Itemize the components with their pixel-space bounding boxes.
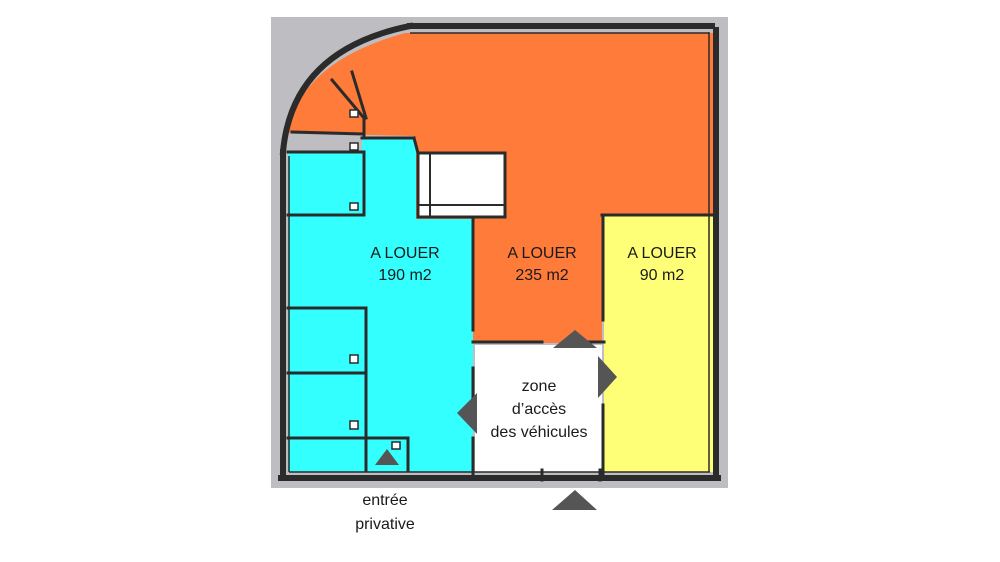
zone-orange-area-text: 235 m2 xyxy=(515,267,569,284)
vehicle-zone-label: zone d’accès des véhicules xyxy=(476,375,602,444)
private-entrance-line2: privative xyxy=(355,516,415,533)
arrow-left-icon xyxy=(457,393,477,434)
arrow-up-entrance-icon xyxy=(375,449,399,465)
arrow-up-bottom-icon xyxy=(552,490,597,510)
zone-cyan-status: A LOUER xyxy=(370,245,440,262)
door-mark xyxy=(349,142,359,151)
zone-cyan-area xyxy=(288,138,473,472)
zone-yellow-status: A LOUER xyxy=(627,245,697,262)
access-arrows xyxy=(375,330,617,510)
door-marks xyxy=(349,109,401,450)
zone-yellow-label: A LOUER 90 m2 xyxy=(606,243,718,287)
zone-orange-status: A LOUER xyxy=(507,245,577,262)
outer-wall-curve xyxy=(279,22,414,156)
service-room xyxy=(416,151,507,219)
wall-inner-lines xyxy=(288,32,710,473)
vehicle-zone-line2: d’accès xyxy=(511,401,567,418)
door-mark xyxy=(349,109,359,118)
inner-wall xyxy=(412,136,420,155)
door-mark xyxy=(349,420,359,430)
zone-cyan-area-text: 190 m2 xyxy=(378,267,432,284)
zone-orange-label: A LOUER 235 m2 xyxy=(478,243,606,287)
private-entrance-line1: entrée xyxy=(362,492,408,509)
vehicle-zone-line1: zone xyxy=(521,378,557,395)
vehicle-zone-line3: des véhicules xyxy=(490,424,588,441)
door-mark xyxy=(391,441,401,450)
inner-wall xyxy=(290,130,364,136)
zone-cyan-label: A LOUER 190 m2 xyxy=(340,243,470,287)
arrow-right-icon xyxy=(598,356,617,398)
zone-yellow-area-text: 90 m2 xyxy=(639,267,685,284)
door-mark xyxy=(349,354,359,364)
private-entrance-label: entrée privative xyxy=(320,489,450,537)
door-mark xyxy=(349,202,359,211)
arrow-up-top-icon xyxy=(553,330,597,348)
zone-yellow-area xyxy=(604,215,716,472)
inner-wall xyxy=(350,70,368,120)
vehicle-access-area xyxy=(475,345,602,472)
